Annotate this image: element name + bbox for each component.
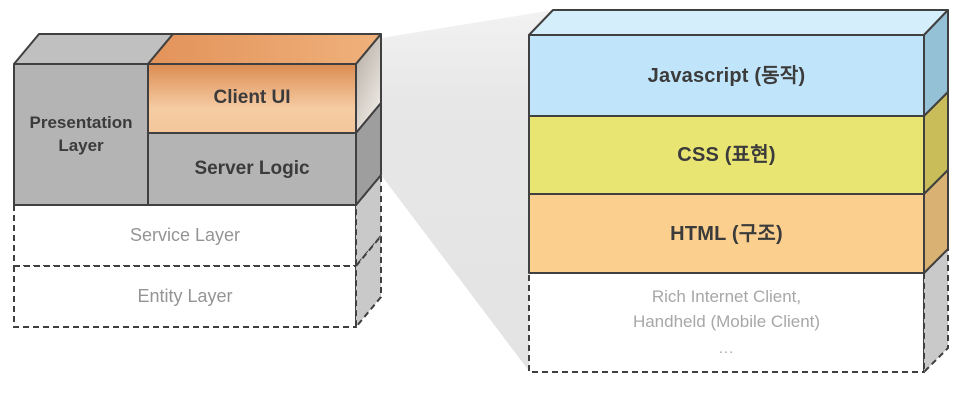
presentation-top-face [13, 33, 174, 65]
server-logic-box [147, 132, 357, 206]
client-ui-top-face [147, 33, 382, 65]
html-layer-box [528, 193, 925, 274]
javascript-layer-box [528, 34, 925, 117]
entity-layer-box [13, 265, 357, 328]
service-layer-box [13, 204, 357, 267]
entity-layer-side-face [355, 233, 382, 330]
javascript-top-face [528, 9, 949, 36]
zoom-beam [381, 10, 553, 371]
client-ui-box [147, 63, 357, 134]
client-types-box [528, 272, 925, 373]
css-layer-box [528, 115, 925, 195]
presentation-layer-box [13, 63, 149, 206]
